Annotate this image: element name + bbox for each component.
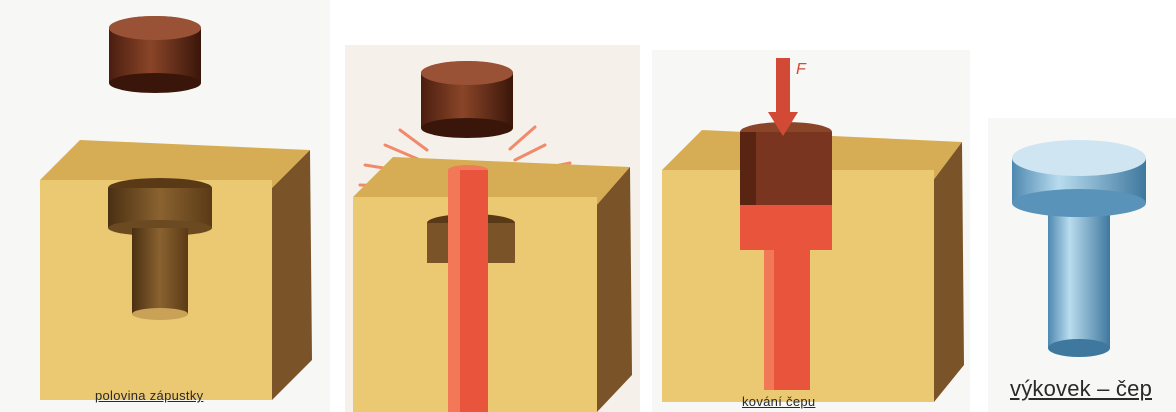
- caption-forging: kování čepu: [742, 394, 816, 409]
- forging-illustration: F: [662, 58, 964, 402]
- upper-die-punch: [109, 16, 201, 93]
- panel-die-half: polovina zápustky: [0, 0, 330, 412]
- die-block: [353, 157, 632, 412]
- die-half-illustration: [40, 16, 312, 400]
- hot-blank-illustration: [353, 61, 632, 412]
- force-arrow: [768, 58, 798, 136]
- upper-die-punch: [421, 61, 513, 138]
- forged-pin-illustration: [1012, 140, 1146, 357]
- panel-forged-pin: výkovek – čep: [988, 118, 1176, 412]
- caption-forged-pin: výkovek – čep: [1010, 376, 1153, 401]
- die-cavity: [108, 178, 212, 320]
- hot-metal-blank: [448, 165, 488, 412]
- panel-forging: F kování čepu: [652, 50, 970, 412]
- upper-die-punch: [740, 122, 832, 205]
- panel-hot-blank: [345, 45, 640, 412]
- forged-pin-in-die: [740, 205, 832, 390]
- force-label: F: [796, 61, 807, 78]
- caption-die-half: polovina zápustky: [95, 388, 204, 403]
- forged-pin-product: [1012, 140, 1146, 357]
